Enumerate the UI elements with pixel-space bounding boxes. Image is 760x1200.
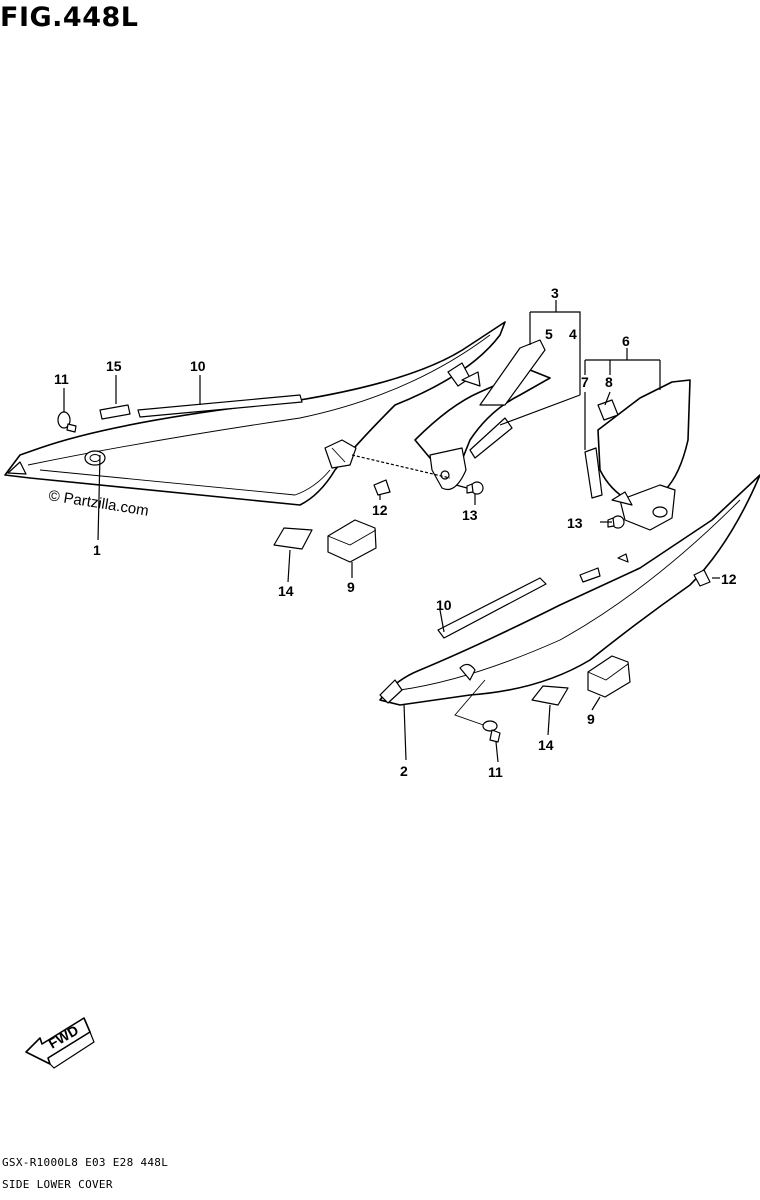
callout-11-upper: 11 <box>54 371 69 387</box>
figure-title: FIG.448L <box>0 2 139 33</box>
callout-10-lower: 10 <box>436 597 452 613</box>
callout-9-lower: 9 <box>587 711 595 727</box>
part-13-lower-bolt[interactable] <box>607 515 625 529</box>
part-9-upper-block[interactable] <box>327 519 377 563</box>
part-14-lower-sheet[interactable] <box>531 685 569 706</box>
callout-4: 4 <box>569 326 577 342</box>
callout-12-lower: 12 <box>721 571 737 587</box>
part-12-upper-nut[interactable] <box>373 479 391 496</box>
callout-14-upper: 14 <box>278 583 294 599</box>
callout-1: 1 <box>93 542 101 558</box>
footer-name: SIDE LOWER COVER <box>2 1178 113 1191</box>
footer-code: GSX-R1000L8 E03 E28 448L <box>2 1156 169 1169</box>
callout-8: 8 <box>605 374 613 390</box>
part-7-cushion[interactable] <box>584 447 603 499</box>
callout-11-lower: 11 <box>488 764 503 780</box>
part-5-inner-cover-strip[interactable] <box>469 339 546 459</box>
part-6-right-panel[interactable] <box>597 379 691 531</box>
callout-15: 15 <box>106 358 122 374</box>
callout-6: 6 <box>622 333 630 349</box>
callout-12-upper: 12 <box>372 502 388 518</box>
callout-14-lower: 14 <box>538 737 554 753</box>
callout-5: 5 <box>545 326 553 342</box>
callout-10-upper: 10 <box>190 358 206 374</box>
part-12-lower-nut[interactable] <box>693 569 711 587</box>
callout-9-upper: 9 <box>347 579 355 595</box>
leader-lines <box>63 300 720 763</box>
callout-13-lower: 13 <box>567 515 583 531</box>
part-11-upper-screw[interactable] <box>57 411 77 433</box>
part-11-lower-screw[interactable] <box>482 720 501 743</box>
callout-13-upper: 13 <box>462 507 478 523</box>
part-14-upper-sheet[interactable] <box>273 527 313 550</box>
part-9-lower-block[interactable] <box>587 655 631 698</box>
callout-3: 3 <box>551 285 559 301</box>
part-2-right-side-cover[interactable] <box>379 474 760 729</box>
fwd-arrow-icon: FWD <box>25 1017 95 1069</box>
callout-2: 2 <box>400 763 408 779</box>
part-13-upper-bolt[interactable] <box>466 481 484 495</box>
part-10-upper-strip[interactable] <box>137 394 303 418</box>
part-15-pad[interactable] <box>99 404 131 420</box>
callout-7: 7 <box>581 374 589 390</box>
part-4-inner-cover[interactable] <box>414 369 551 491</box>
part-1-left-side-cover[interactable] <box>4 321 506 506</box>
part-10-lower-strip[interactable] <box>437 577 547 639</box>
part-8-cushion[interactable] <box>597 399 619 421</box>
